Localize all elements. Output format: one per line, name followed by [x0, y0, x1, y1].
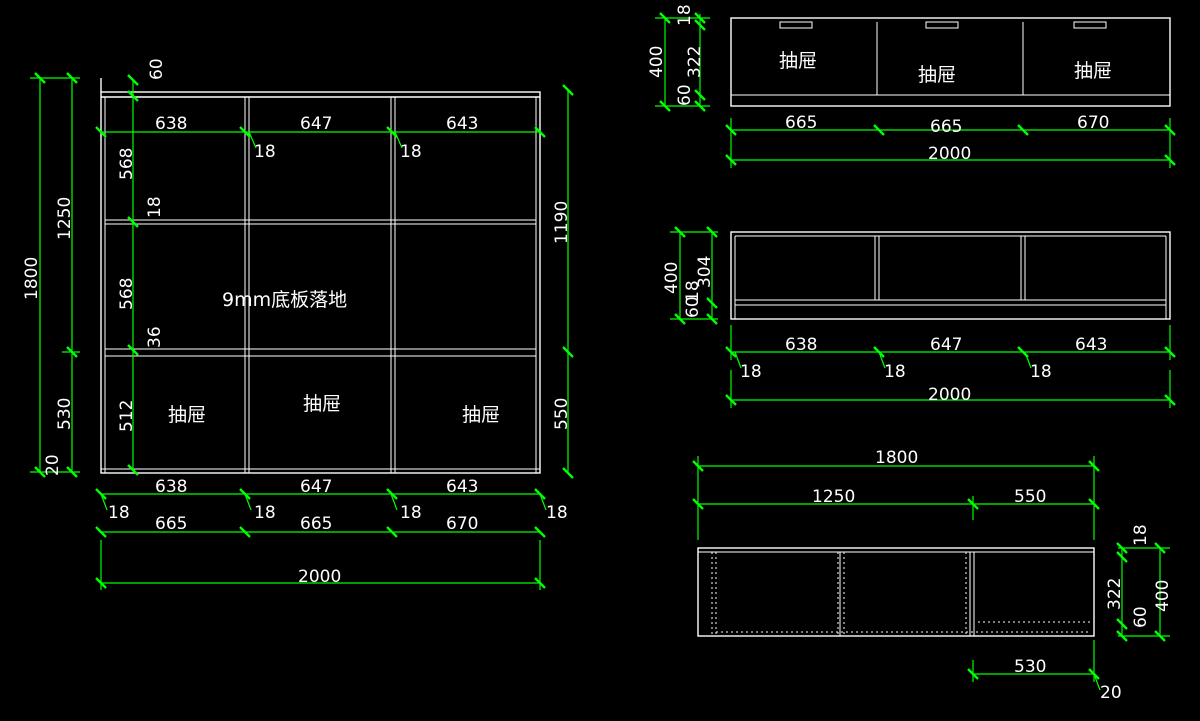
- side-view-depth: 400: [1153, 580, 1173, 612]
- dim-bottom-col-2: 647: [300, 477, 332, 497]
- side-view-plinth: 20: [1100, 683, 1122, 703]
- middle-view-inner: 304: [695, 256, 715, 288]
- middle-view-col-1: 638: [785, 335, 817, 355]
- dim-shelf-thickness: 18: [145, 196, 165, 218]
- dim-row1: 568: [117, 148, 137, 180]
- dim-thickness-label: 18: [400, 503, 422, 523]
- middle-view-height: 400: [662, 262, 682, 294]
- top-view-width: 2000: [928, 144, 971, 164]
- middle-view-bottom-b: 18: [683, 280, 703, 302]
- dim-upper-height: 1250: [55, 197, 75, 240]
- drawer-handle: [779, 21, 813, 29]
- dim-thickness-label: 18: [108, 503, 130, 523]
- dim-thickness-label: 18: [254, 503, 276, 523]
- dim-lower-height: 530: [55, 398, 75, 430]
- side-view-drawer-depth: 530: [1014, 657, 1046, 677]
- side-view-frame: [697, 547, 1095, 637]
- middle-view: 400 304 60 18 638 647 643 18 18 18 2000: [662, 226, 1176, 408]
- dim-right-lower: 550: [552, 398, 572, 430]
- dim-bottom-col-3: 643: [446, 477, 478, 497]
- top-view-height: 400: [647, 46, 667, 78]
- dim-outer-col-1: 665: [155, 514, 187, 534]
- middle-view-thickness: 18: [884, 362, 906, 382]
- front-view-outer-frame: [100, 91, 541, 474]
- middle-view-bottom-a: 60: [683, 296, 703, 318]
- dim-plinth: 20: [43, 454, 63, 476]
- dim-divider-thickness: 18: [400, 142, 422, 162]
- side-view-total: 1800: [875, 448, 918, 468]
- front-view-drawer-label: 抽屉: [168, 404, 206, 426]
- dim-thickness-label: 18: [546, 503, 568, 523]
- top-drawer-label: 抽屉: [918, 64, 956, 86]
- middle-view-col-2: 647: [930, 335, 962, 355]
- dim-row2: 568: [117, 278, 137, 310]
- top-drawer-label: 抽屉: [779, 50, 817, 72]
- dim-outer-col-3: 670: [446, 514, 478, 534]
- dim-outer-col-2: 665: [300, 514, 332, 534]
- dim-overall-width: 2000: [298, 567, 341, 587]
- dim-top-rail: 60: [147, 58, 167, 80]
- drawer-handle: [1073, 21, 1107, 29]
- top-drawer-frame: [730, 17, 1171, 107]
- side-view: 1800 1250 550 400 18 322 60: [692, 448, 1173, 703]
- top-view-col-3: 670: [1077, 113, 1109, 133]
- middle-view-thickness: 18: [1030, 362, 1052, 382]
- side-view-top: 18: [1131, 524, 1151, 546]
- side-view-body: 322: [1105, 578, 1125, 610]
- dim-top-col-1: 638: [155, 114, 187, 134]
- front-view: 9mm底板落地 抽屉 抽屉 抽屉 1800 1250 530 20 60 568…: [22, 58, 574, 590]
- dim-divider-thickness: 18: [254, 142, 276, 162]
- front-view-drawer-label: 抽屉: [303, 393, 341, 415]
- dim-total-height: 1800: [22, 257, 42, 300]
- top-drawer-view: 抽屉 抽屉 抽屉 400 18 322 60 665 665 670 2000: [647, 4, 1176, 168]
- dim-row3: 512: [117, 400, 137, 432]
- middle-view-frame: [730, 231, 1171, 320]
- top-drawer-label: 抽屉: [1074, 60, 1112, 82]
- top-view-bottom: 60: [675, 84, 695, 106]
- middle-view-width: 2000: [928, 385, 971, 405]
- dim-top-col-3: 643: [446, 114, 478, 134]
- dim-right-upper: 1190: [552, 201, 572, 244]
- drawer-handle: [925, 21, 959, 29]
- dim-bottom-col-1: 638: [155, 477, 187, 497]
- top-view-body: 322: [685, 46, 705, 78]
- middle-view-thickness: 18: [740, 362, 762, 382]
- middle-view-col-3: 643: [1075, 335, 1107, 355]
- side-view-upper: 1250: [812, 487, 855, 507]
- top-view-col-1: 665: [785, 113, 817, 133]
- dim-middle-shelf: 36: [145, 326, 165, 348]
- side-view-lower: 550: [1014, 487, 1046, 507]
- side-view-bottom: 60: [1131, 606, 1151, 628]
- front-view-floor-note: 9mm底板落地: [222, 289, 347, 311]
- dim-top-col-2: 647: [300, 114, 332, 134]
- top-view-col-2: 665: [930, 117, 962, 137]
- top-view-top: 18: [675, 4, 695, 26]
- front-view-drawer-label: 抽屉: [462, 404, 500, 426]
